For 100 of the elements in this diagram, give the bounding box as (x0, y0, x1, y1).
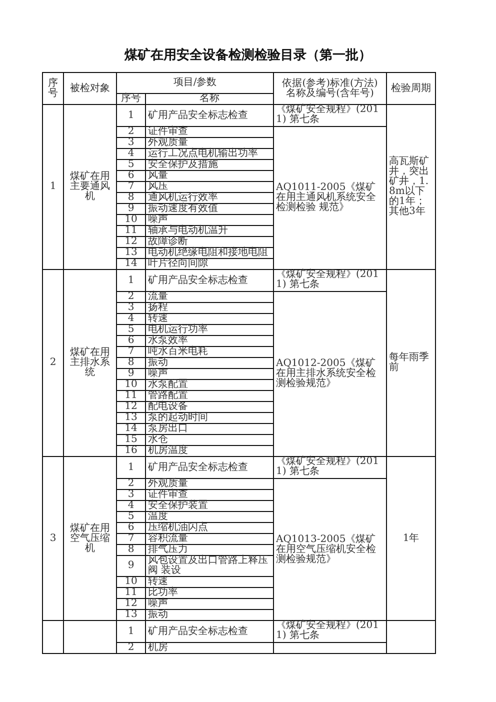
row-number: 2 (42, 270, 64, 456)
item-number: 1 (116, 456, 146, 478)
item-name: 矿用产品安全标志检查 (146, 270, 274, 292)
row-number: 3 (42, 456, 64, 620)
item-number: 1 (116, 620, 146, 642)
item-name: 水泵效率 (146, 336, 274, 346)
item-name: 配电设备 (146, 402, 274, 412)
item-number: 6 (116, 522, 146, 534)
item-name: 风量 (146, 170, 274, 182)
item-name: 噪声 (146, 368, 274, 380)
item-number: 7 (116, 346, 146, 358)
item-name: 噪声 (146, 214, 274, 226)
column-header: 被检对象 (64, 72, 116, 104)
item-name: 矿用产品安全标志检查 (146, 620, 274, 642)
item-number: 10 (116, 576, 146, 588)
item-number: 5 (116, 160, 146, 170)
item-number: 4 (116, 500, 146, 512)
item-number: 13 (116, 610, 146, 620)
item-number: 15 (116, 434, 146, 446)
equipment-name: 煤矿在用主要通风机 (64, 104, 116, 270)
item-number: 9 (116, 204, 146, 214)
item-number: 8 (116, 544, 146, 556)
item-name: 容积流量 (146, 534, 274, 544)
item-number: 4 (116, 314, 146, 324)
item-name: 风压 (146, 182, 274, 192)
item-name: 外观质量 (146, 138, 274, 148)
item-number: 4 (116, 148, 146, 160)
column-header: 名称 (146, 94, 274, 104)
item-number: 11 (116, 588, 146, 598)
item-name: 压缩机油闪点 (146, 522, 274, 534)
item-number: 2 (116, 478, 146, 490)
column-header: 项目/参数 (116, 72, 274, 94)
standard-reference: 《煤矿安全规程》(2011) 第七条 (274, 104, 386, 126)
item-number: 1 (116, 104, 146, 126)
item-name: 噪声 (146, 598, 274, 610)
item-number: 11 (116, 226, 146, 236)
item-name: 振动 (146, 610, 274, 620)
item-name: 水仓 (146, 434, 274, 446)
item-name: 比功率 (146, 588, 274, 598)
row-number: 1 (42, 104, 64, 270)
item-number: 3 (116, 138, 146, 148)
item-name: 电机运行功率 (146, 324, 274, 336)
item-number: 2 (116, 126, 146, 138)
standard-reference: 《煤矿安全规程》(2011) 第七条 (274, 620, 386, 642)
item-name: 矿用产品安全标志检查 (146, 456, 274, 478)
item-number: 3 (116, 302, 146, 314)
item-name: 机房温度 (146, 446, 274, 456)
item-name: 排气压力 (146, 544, 274, 556)
item-name: 机房 (146, 642, 274, 654)
equipment-name: 煤矿在用主排水系统 (64, 270, 116, 456)
item-number: 5 (116, 512, 146, 522)
item-number: 5 (116, 324, 146, 336)
item-name: 泵的起动时间 (146, 412, 274, 424)
item-number: 7 (116, 534, 146, 544)
standard-reference: 《煤矿安全规程》(2011) 第七条 (274, 270, 386, 292)
column-header: 依据(参考)标准(方法) 名称及编号(含年号) (274, 72, 386, 104)
item-number: 2 (116, 642, 146, 654)
item-number: 6 (116, 170, 146, 182)
inspection-cycle: 1年 (386, 456, 436, 620)
inspection-cycle: 高瓦斯矿井，突出矿井，1.8m以下的1年；其他3年 (386, 104, 436, 270)
item-name: 泵房出口 (146, 424, 274, 434)
item-number: 14 (116, 258, 146, 270)
column-header: 序号 (42, 72, 64, 104)
item-number: 2 (116, 292, 146, 302)
item-name: 振动速度有效值 (146, 204, 274, 214)
item-name: 外观质量 (146, 478, 274, 490)
column-header: 序号 (116, 94, 146, 104)
standard-reference: 《煤矿安全规程》(2011) 第七条 (274, 456, 386, 478)
item-name: 流量 (146, 292, 274, 302)
item-number: 1 (116, 270, 146, 292)
item-name: 轴承与电动机温升 (146, 226, 274, 236)
item-name: 扬程 (146, 302, 274, 314)
item-number: 12 (116, 236, 146, 248)
item-name: 安全保护及措施 (146, 160, 274, 170)
item-number: 13 (116, 412, 146, 424)
item-number: 16 (116, 446, 146, 456)
item-number: 12 (116, 598, 146, 610)
item-name: 管路配置 (146, 390, 274, 402)
item-number: 8 (116, 192, 146, 204)
item-number: 9 (116, 368, 146, 380)
inspection-cycle: 每年雨季前 (386, 270, 436, 456)
item-number: 10 (116, 380, 146, 390)
item-number: 7 (116, 182, 146, 192)
item-number: 11 (116, 390, 146, 402)
item-name: 矿用产品安全标志检查 (146, 104, 274, 126)
item-number: 8 (116, 358, 146, 368)
item-name: 证件审查 (146, 126, 274, 138)
item-name: 叶片径向间隙 (146, 258, 274, 270)
item-number: 12 (116, 402, 146, 412)
item-name: 安全保护装置 (146, 500, 274, 512)
item-name: 水泵配置 (146, 380, 274, 390)
item-name: 故障诊断 (146, 236, 274, 248)
item-number: 6 (116, 336, 146, 346)
item-name: 通风机运行效率 (146, 192, 274, 204)
item-name: 证件审查 (146, 490, 274, 500)
item-number: 14 (116, 424, 146, 434)
item-number: 9 (116, 556, 146, 576)
item-name: 风包设置及出口管路上释压阀 装设 (146, 556, 274, 576)
item-number: 3 (116, 490, 146, 500)
column-header: 检验周期 (386, 72, 436, 104)
